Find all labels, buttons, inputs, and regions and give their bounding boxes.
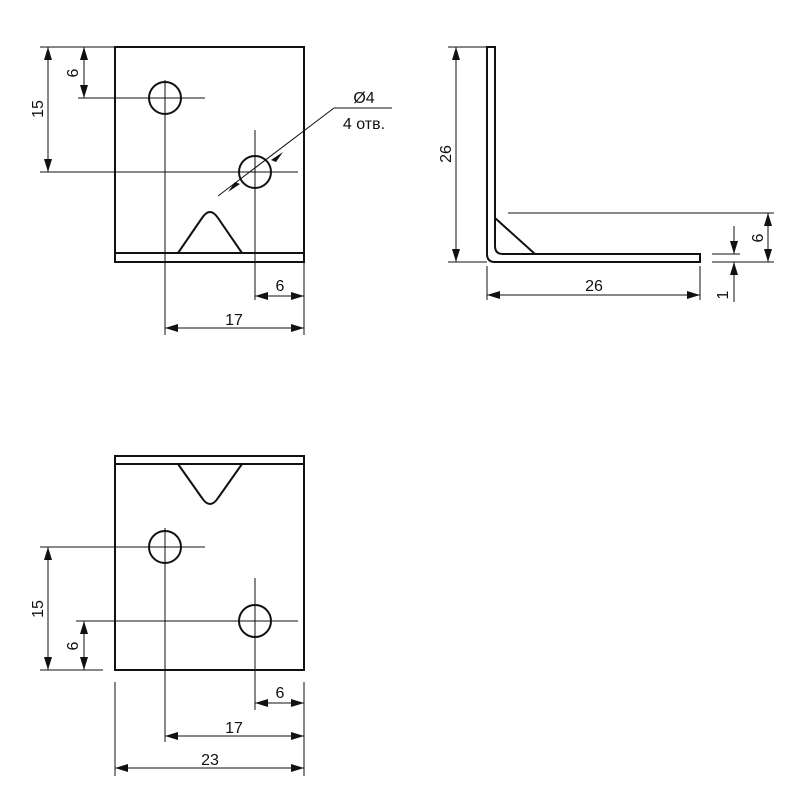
arrowhead (291, 292, 304, 300)
arrowhead (687, 291, 700, 299)
side-view-dim-thickness: 1 (715, 290, 732, 299)
arrowhead (44, 47, 52, 60)
front-view: 15 6 6 17 23 (30, 455, 305, 776)
arrowhead (452, 249, 460, 262)
arrowhead (764, 249, 772, 262)
front-view-stiffening-rib (177, 463, 243, 505)
hole-diameter-leader (217, 107, 335, 197)
top-view-dim-hole-offset: 6 (65, 68, 82, 77)
arrowhead (44, 547, 52, 560)
arrowhead (115, 764, 128, 772)
hole-count-label: 4 отв. (343, 116, 385, 133)
arrowhead (291, 732, 304, 740)
top-view-dim-hole-spacing-h: 17 (225, 312, 243, 329)
top-view-dim-hole-edge: 6 (276, 278, 285, 295)
front-view-dim-hole-spacing-v: 15 (30, 600, 47, 618)
front-view-dim-hole-offset: 6 (65, 641, 82, 650)
top-view: 6 15 6 17 Ø4 4 отв. (30, 46, 392, 335)
arrowhead (291, 324, 304, 332)
front-view-plate-outline (114, 455, 305, 671)
arrowhead (165, 324, 178, 332)
front-view-dim-hole-spacing-h: 17 (225, 720, 243, 737)
side-view-dim-height: 26 (438, 145, 455, 163)
side-view: 26 26 6 1 (438, 46, 774, 302)
arrowhead (255, 292, 268, 300)
side-view-rib-line (494, 217, 536, 255)
arrowhead (255, 699, 268, 707)
arrowhead (80, 621, 88, 634)
side-view-angle-profile (486, 46, 701, 263)
arrowhead (271, 152, 283, 162)
arrowhead (291, 699, 304, 707)
hole-diameter-label: Ø4 (353, 90, 374, 107)
arrowhead (44, 657, 52, 670)
arrowhead (165, 732, 178, 740)
arrowhead (44, 159, 52, 172)
arrowhead (80, 47, 88, 60)
arrowhead (730, 241, 738, 254)
front-view-dim-hole-edge: 6 (276, 685, 285, 702)
side-view-dim-rib-height: 6 (750, 233, 767, 242)
front-view-dim-width: 23 (201, 752, 219, 769)
arrowhead (80, 657, 88, 670)
arrowhead (228, 182, 240, 192)
top-view-plate-outline (114, 46, 305, 263)
top-view-stiffening-rib (177, 211, 243, 254)
arrowhead (487, 291, 500, 299)
arrowhead (764, 213, 772, 226)
arrowhead (452, 47, 460, 60)
side-view-dim-length: 26 (585, 278, 603, 295)
arrowhead (291, 764, 304, 772)
arrowhead (80, 85, 88, 98)
top-view-dim-hole-spacing-v: 15 (30, 100, 47, 118)
arrowhead (730, 262, 738, 275)
